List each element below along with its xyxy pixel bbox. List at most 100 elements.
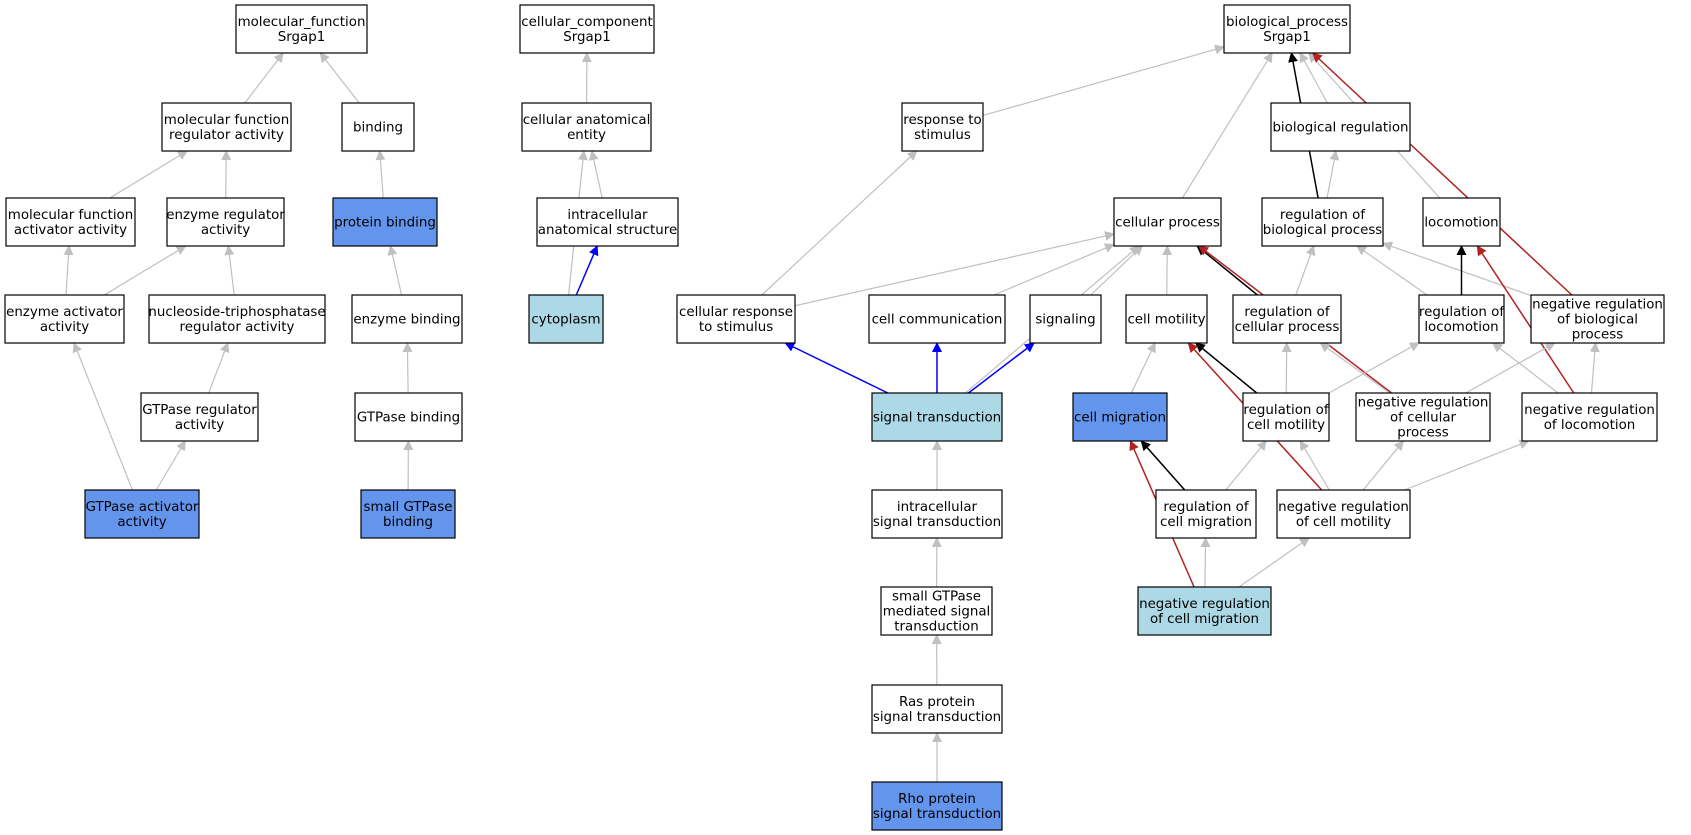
edge-mf_reg-to-mf_root	[244, 52, 284, 104]
node-label-line: signal transduction	[873, 411, 1001, 426]
node-label-line: cell motility	[1127, 313, 1205, 328]
node-label-line: Srgap1	[278, 30, 326, 45]
node-label-line: signal transduction	[873, 710, 1001, 725]
node-box	[1276, 489, 1411, 539]
node-label-line: regulation of	[1244, 305, 1329, 320]
node-label-line: process	[1397, 426, 1448, 441]
node-label-line: Rho protein	[898, 792, 976, 807]
edge-neg_mot-to-reg_mot	[1299, 440, 1330, 491]
node-cell-proc[interactable]: cellular process	[1113, 197, 1222, 247]
node-label-line: negative regulation	[1524, 403, 1655, 418]
node-locomotion[interactable]: locomotion	[1422, 197, 1501, 247]
edge-neg_loco-to-reg_loco	[1492, 342, 1559, 394]
node-label-line: signal transduction	[873, 807, 1001, 822]
node-label-line: cell migration	[1074, 411, 1166, 426]
node-box	[1029, 294, 1102, 344]
node-label-line: of locomotion	[1544, 418, 1636, 433]
node-label-line: regulation of	[1280, 208, 1365, 223]
node-sig-trans[interactable]: signal transduction	[871, 392, 1003, 442]
node-box	[1137, 586, 1272, 636]
edge-cell_proc-to-bp_root	[1181, 52, 1273, 199]
edge-reg_mot-to-cell_mot	[1194, 342, 1258, 394]
edge-bio_reg-to-bp_root	[1299, 52, 1328, 104]
edge-neg_mig-to-reg_mig	[1200, 537, 1211, 588]
node-box	[341, 102, 415, 152]
node-gtp-bind[interactable]: GTPase binding	[354, 392, 463, 442]
node-cell-mot[interactable]: cell motility	[1125, 294, 1208, 344]
node-bio-reg[interactable]: biological regulation	[1270, 102, 1411, 152]
node-box	[521, 102, 652, 152]
node-label-line: enzyme regulator	[166, 208, 285, 223]
node-box	[1521, 392, 1658, 442]
edge-gtp_act-to-enz_act	[72, 342, 134, 491]
node-label-line: cell motility	[1247, 418, 1325, 433]
node-cytoplasm[interactable]: cytoplasm	[528, 294, 604, 344]
node-label-line: activity	[175, 418, 224, 433]
node-box	[1223, 4, 1351, 54]
node-label-line: cellular anatomical	[523, 113, 651, 128]
node-cell-mig[interactable]: cell migration	[1072, 392, 1168, 442]
edge-cell_mig-to-cell_mot	[1130, 342, 1156, 394]
node-label-line: process	[1572, 328, 1623, 343]
edge-sig_trans-to-cell_resp	[784, 342, 889, 394]
edge-neg_mot-to-neg_cell	[1362, 440, 1404, 491]
node-label-line: small GTPase	[892, 590, 981, 605]
node-prot-bind[interactable]: protein binding	[332, 197, 438, 247]
node-label-line: regulation of	[1163, 500, 1248, 515]
node-label-line: regulator activity	[180, 320, 295, 335]
node-label-line: cellular process	[1235, 320, 1340, 335]
edge-reg_bio-to-bio_reg	[1326, 150, 1340, 199]
node-box	[1232, 294, 1342, 344]
edge-neg_bio-to-reg_bio	[1382, 241, 1532, 297]
node-label-line: cellular process	[1115, 216, 1220, 231]
node-label-line: activity	[201, 223, 250, 238]
node-label-line: signal transduction	[873, 515, 1001, 530]
node-box	[5, 197, 136, 247]
node-signaling[interactable]: signaling	[1029, 294, 1102, 344]
node-enz-bind[interactable]: enzyme binding	[351, 294, 463, 344]
node-label-line: nucleoside-triphosphatase	[148, 305, 325, 320]
node-label-line: activity	[40, 320, 89, 335]
node-label-line: Srgap1	[563, 30, 611, 45]
node-label-line: mediated signal	[883, 605, 991, 620]
node-box	[351, 294, 463, 344]
node-box	[1418, 294, 1505, 344]
node-cell-comm[interactable]: cell communication	[868, 294, 1006, 344]
edge-enz_act-to-enz_reg	[104, 245, 187, 296]
edge-binding-to-mf_root	[319, 52, 360, 104]
node-box	[871, 781, 1003, 831]
node-label-line: enzyme binding	[353, 313, 460, 328]
node-label-line: small GTPase	[364, 500, 453, 515]
node-binding[interactable]: binding	[341, 102, 415, 152]
